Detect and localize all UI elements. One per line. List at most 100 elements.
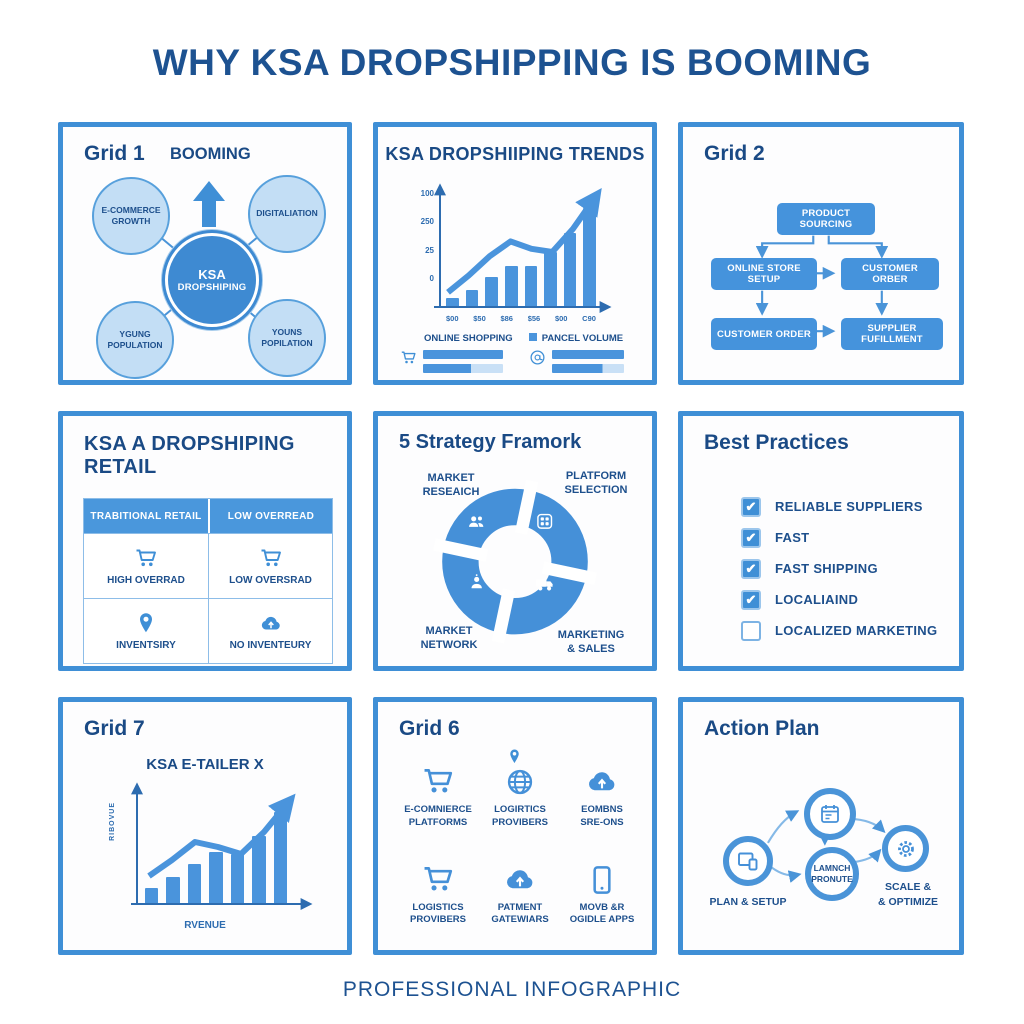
chart-bar xyxy=(485,276,498,307)
satellite-digitaliation: DIGITALIATION xyxy=(248,175,326,253)
at-icon xyxy=(529,349,546,366)
checklist-item: LOCALIAIND xyxy=(741,589,937,610)
chart-bar xyxy=(187,864,202,904)
checklist-item: LOCALIZED MARKETING xyxy=(741,620,937,641)
chart-bar xyxy=(504,265,518,307)
panel-grid1-booming: Grid 1 BOOMING KSA DROPSHIPING E-COMMERC… xyxy=(58,122,352,385)
panel-subtitle: BOOMING xyxy=(170,145,251,163)
panel-best-practices: Best Practices RELIABLE SUPPLIERS FAST F… xyxy=(678,411,964,671)
x-tick: $56 xyxy=(527,314,541,323)
framework-title: 5 Strategy Framork xyxy=(399,431,582,453)
comparison-table: TRABITIONAL RETAIL LOW OVERREAD HIGH OVE… xyxy=(83,498,333,664)
table-header-left: TRABITIONAL RETAIL xyxy=(84,499,208,533)
framework-label-marketing-sales: MARKETING& SALES xyxy=(557,629,625,656)
legend-pancel-volume: PANCEL VOLUME xyxy=(528,333,624,373)
action-circle-scale-optimize xyxy=(882,825,929,872)
table-cell: INVENTSIRY xyxy=(84,599,208,663)
x-tick: C90 xyxy=(582,314,596,323)
chart-bar xyxy=(583,208,596,307)
hub-center-circle: KSA DROPSHIPING xyxy=(165,233,259,327)
gear-icon xyxy=(894,837,918,861)
chart-bar xyxy=(166,877,180,904)
x-axis-label: RVENUE xyxy=(184,920,226,931)
flow-box-online-store-setup: ONLINE STORE SETUP xyxy=(711,258,817,290)
chart-bar xyxy=(524,265,538,307)
action-circle-plan-setup xyxy=(723,836,773,886)
chart-bar xyxy=(563,233,577,307)
bar-series xyxy=(145,804,287,904)
cart-icon xyxy=(259,546,283,570)
calendar-icon xyxy=(818,802,842,826)
action-label-scale-optimize: SCALE && OPTIMIZE xyxy=(877,881,939,908)
chart-bar xyxy=(273,812,287,904)
y-tick: 250 xyxy=(420,217,434,227)
chart-bar xyxy=(446,298,459,307)
checklist-item: FAST SHIPPING xyxy=(741,558,937,579)
panel-retail-table: KSA A DROPSHIPING RETAIL TRABITIONAL RET… xyxy=(58,411,352,671)
y-tick: 0 xyxy=(429,273,434,283)
trend-line xyxy=(147,793,296,879)
checkbox xyxy=(741,496,761,517)
action-label-plan-setup: PLAN & SETUP xyxy=(709,896,787,908)
cloud-upload-icon xyxy=(503,862,537,896)
flow-box-customer-orber: CUSTOMER ORBER xyxy=(841,258,939,290)
hub-center-label: KSA xyxy=(198,267,226,282)
page-footer: PROFESSIONAL INFOGRAPHIC xyxy=(342,978,682,1001)
action-circle-schedule xyxy=(804,788,856,840)
chart-bar xyxy=(145,888,159,904)
panel-heading: Grid 7 xyxy=(84,717,145,740)
checkbox xyxy=(741,558,761,579)
x-tick: $50 xyxy=(473,314,486,323)
cart-icon xyxy=(134,546,158,570)
x-tick: $86 xyxy=(500,314,513,323)
best-practices-title: Best Practices xyxy=(704,431,849,454)
retail-title: KSA A DROPSHIPING RETAIL xyxy=(84,433,295,478)
checklist-item: RELIABLE SUPPLIERS xyxy=(741,496,937,517)
x-tick: $00 xyxy=(446,314,459,323)
legend-swatch xyxy=(528,333,537,341)
y-tick: 25 xyxy=(425,245,434,255)
flow-box-customer-order: CUSTOMER ORDER xyxy=(711,318,817,350)
progress-bar xyxy=(423,350,503,359)
progress-bar xyxy=(551,350,624,359)
cloud-icon xyxy=(259,611,283,635)
chart-bar xyxy=(252,836,266,904)
panel-heading: Grid 1 xyxy=(84,142,145,165)
panel-grid2-flowchart: Grid 2 PRODUCT SOURCING ONLINE STORE SET… xyxy=(678,122,964,385)
legend-online-shopping: ONLINE SHOPPING xyxy=(400,333,513,373)
trend-line xyxy=(446,187,602,295)
cart-icon xyxy=(400,349,417,366)
globe-icon xyxy=(504,766,536,798)
cart-icon xyxy=(421,862,455,896)
location-pin-icon xyxy=(134,611,158,635)
checklist-item: FAST xyxy=(741,527,937,548)
devices-icon xyxy=(736,849,760,873)
checkbox xyxy=(741,589,761,610)
checklist: RELIABLE SUPPLIERS FAST FAST SHIPPING LO… xyxy=(741,496,937,641)
progress-bar xyxy=(551,364,624,373)
y-tick: 100 xyxy=(420,189,434,198)
chart-title: KSA E-TAILER X xyxy=(146,756,264,773)
trends-title: KSA DROPSHIIPING TRENDS xyxy=(385,144,645,164)
chart-legend: ONLINE SHOPPING PANCEL VOLUME xyxy=(400,333,644,373)
flowchart-arrows-graphic xyxy=(755,235,889,338)
bar-series xyxy=(446,195,596,307)
mobile-phone-icon xyxy=(586,864,618,896)
progress-bar xyxy=(423,364,503,373)
grid7-chart xyxy=(101,778,325,912)
framework-donut-graphic xyxy=(433,479,597,644)
